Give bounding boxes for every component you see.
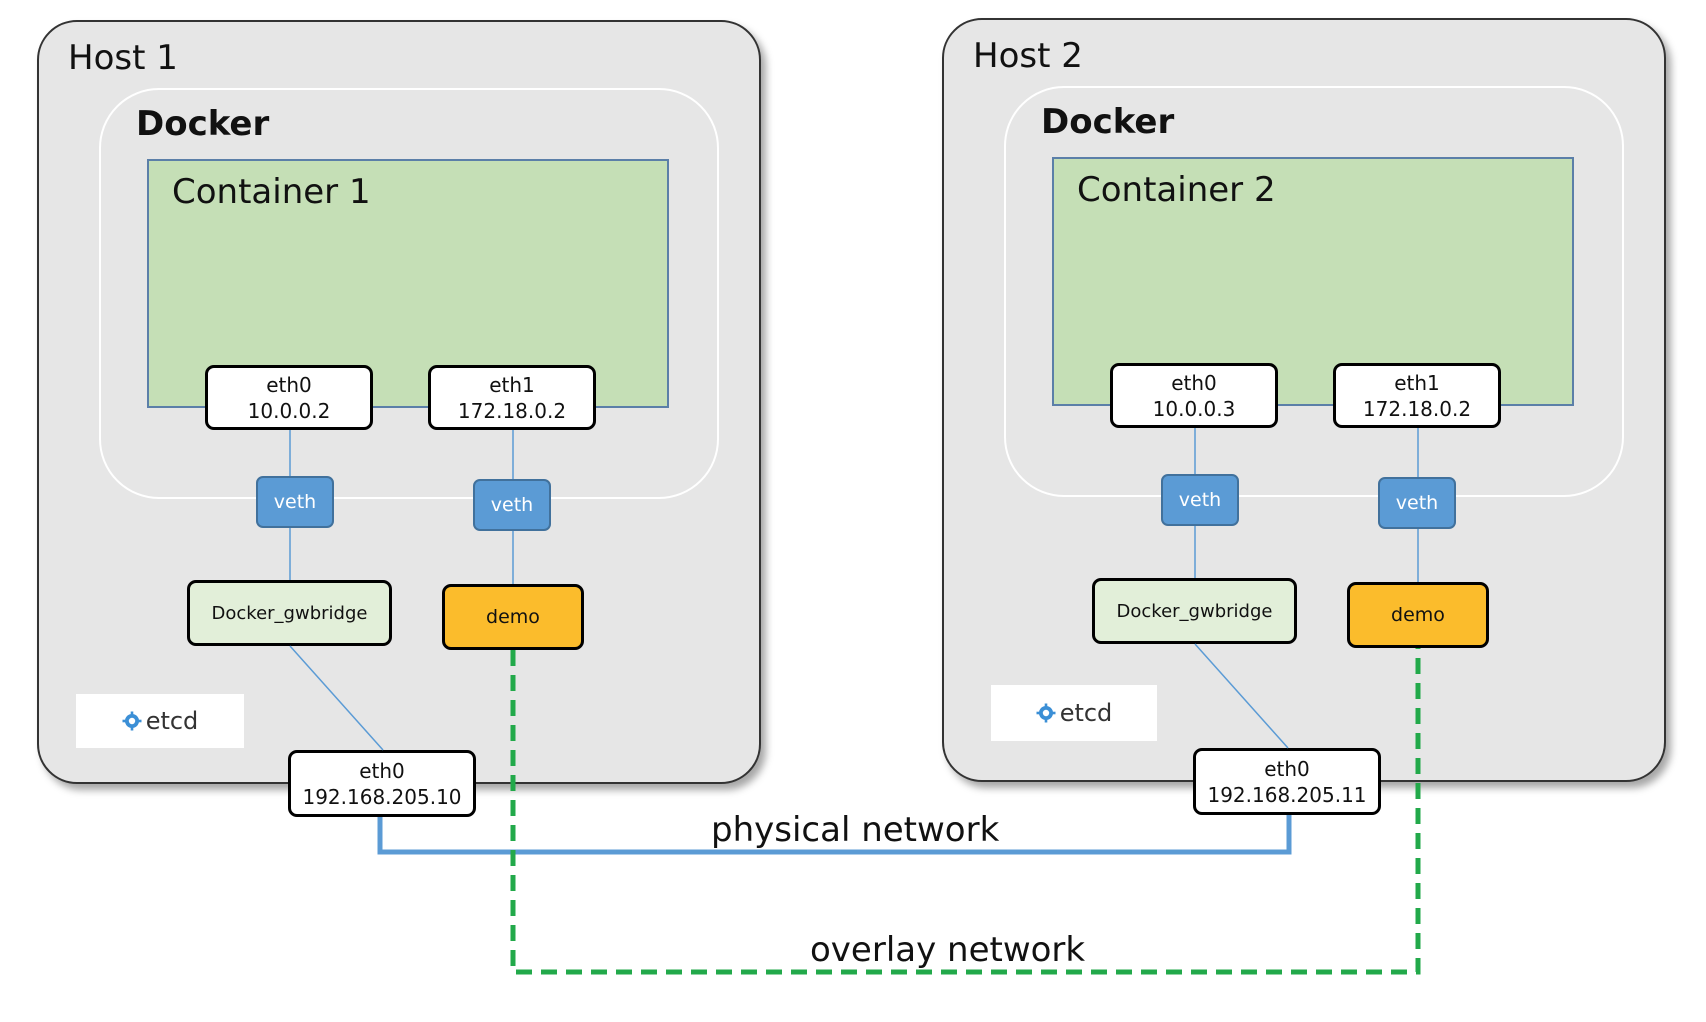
host-1-demo-network: demo [442,584,584,650]
etcd-label: etcd [145,707,199,735]
container-2-title: Container 2 [1077,170,1276,210]
etcd-label: etcd [1059,699,1113,727]
overlay-network-line [510,648,1421,975]
container-1-eth0: eth0 10.0.0.2 [205,365,373,430]
nic-ip: 172.18.0.2 [457,398,567,423]
host-1-veth-b: veth [473,479,551,531]
nic-name: eth0 [359,758,405,783]
etcd-logo-icon [122,711,142,731]
container-1-eth1: eth1 172.18.0.2 [428,365,596,430]
host-1-etcd: etcd [76,694,244,748]
nic-ip: 172.18.0.2 [1362,396,1472,421]
docker-engine-2 [1004,86,1624,497]
nic-name: eth0 [1264,756,1310,781]
container-2-eth1: eth1 172.18.0.2 [1333,363,1501,428]
nic-name: eth0 [266,372,312,397]
host-1-veth-a: veth [256,476,334,528]
nic-ip: 10.0.0.3 [1152,396,1236,421]
host-2-title: Host 2 [973,36,1083,76]
host-1-title: Host 1 [68,38,178,78]
nic-name: eth1 [1394,370,1440,395]
host-2-etcd: etcd [991,685,1157,741]
container-1-title: Container 1 [172,172,371,212]
host-1-docker-gwbridge: Docker_gwbridge [187,580,392,646]
host-2-demo-network: demo [1347,582,1489,648]
docker-2-title: Docker [1041,102,1175,142]
nic-ip: 192.168.205.10 [302,784,462,809]
docker-engine-1 [99,88,719,499]
host-1-eth0: eth0 192.168.205.10 [288,750,476,817]
nic-name: eth1 [489,372,535,397]
host-2-docker-gwbridge: Docker_gwbridge [1092,578,1297,644]
nic-ip: 10.0.0.2 [247,398,331,423]
nic-name: eth0 [1171,370,1217,395]
physical-network-line [377,815,1292,855]
etcd-logo-icon [1036,703,1056,723]
container-2-eth0: eth0 10.0.0.3 [1110,363,1278,428]
link-h1-bridge-eth0 [289,645,384,751]
host-2-veth-b: veth [1378,477,1456,529]
physical-network-label: physical network [711,810,1000,850]
host-2-veth-a: veth [1161,474,1239,526]
nic-ip: 192.168.205.11 [1207,782,1367,807]
docker-1-title: Docker [136,104,270,144]
host-2-eth0: eth0 192.168.205.11 [1193,748,1381,815]
link-h2-bridge-eth0 [1194,643,1289,749]
overlay-network-label: overlay network [810,930,1086,970]
